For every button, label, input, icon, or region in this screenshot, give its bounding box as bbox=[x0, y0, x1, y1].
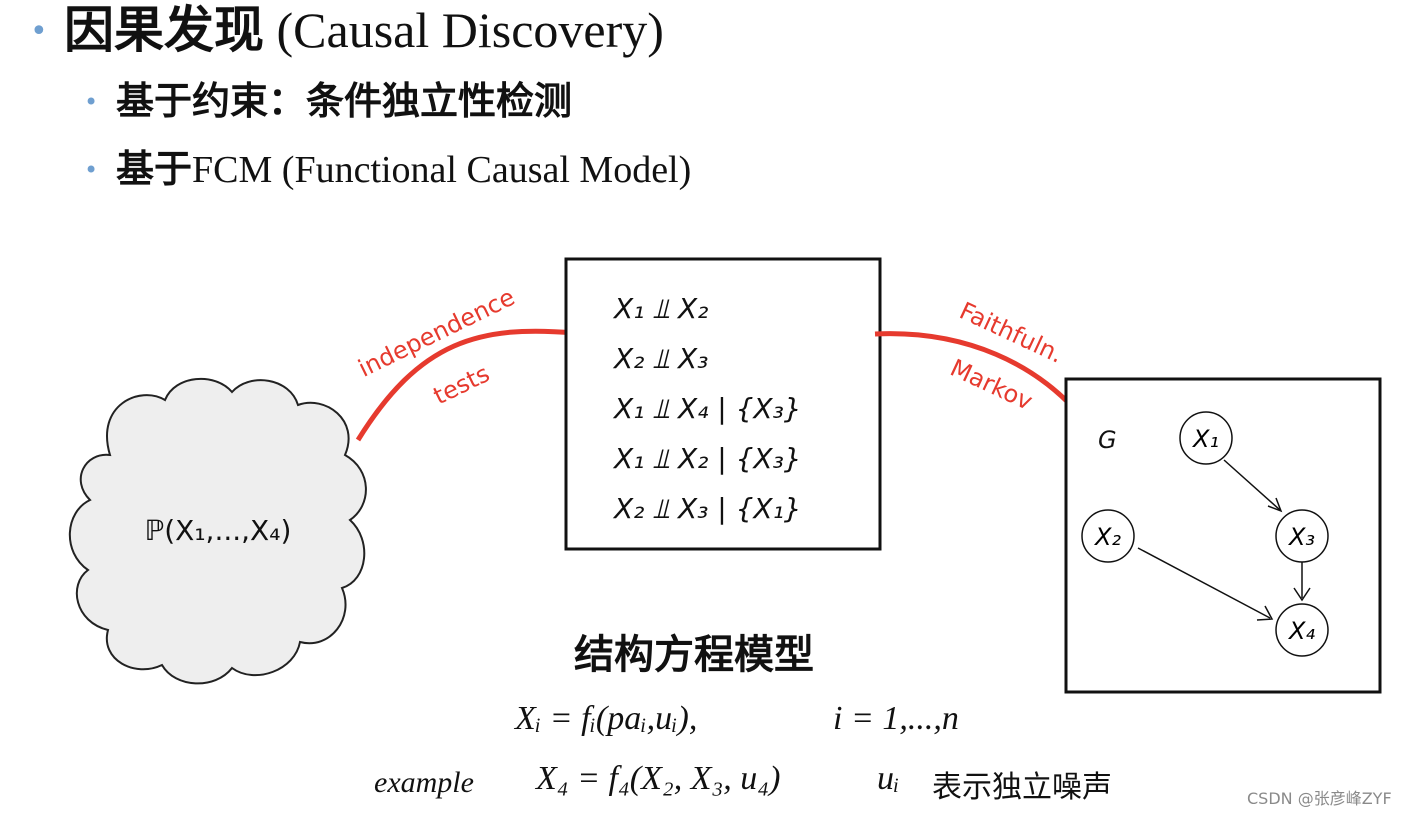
example-equation: X₄ = f₄(X₂, X₃, u₄) bbox=[536, 760, 781, 797]
bullet-fcm: 基于FCM (Functional Causal Model) bbox=[116, 146, 691, 193]
sem-title: 结构方程模型 bbox=[574, 632, 814, 678]
independence-box bbox=[564, 257, 882, 551]
structural-equation: Xᵢ = fᵢ(paᵢ,uᵢ), i = 1,...,n bbox=[515, 700, 959, 738]
bullet-2-en: FCM (Functional Causal Model) bbox=[192, 149, 692, 191]
edge-x1-x3 bbox=[1223, 459, 1281, 511]
arrow1-label-line2: tests bbox=[429, 359, 494, 410]
bullet-dot: • bbox=[84, 88, 99, 116]
slide-heading: 因果发现 (Causal Discovery) bbox=[64, 0, 664, 60]
svg-text:X₁: X₁ bbox=[1191, 425, 1219, 453]
node-x2: X₂ bbox=[1081, 509, 1135, 563]
edge-x2-x4 bbox=[1137, 547, 1271, 619]
node-x3: X₃ bbox=[1275, 509, 1329, 563]
bullet-dot: • bbox=[84, 156, 99, 184]
distribution-cloud bbox=[68, 377, 367, 685]
bullet-2-cn: 基于 bbox=[116, 147, 193, 191]
ci-statement: X₁ ⫫ X₄ | {X₃} bbox=[612, 392, 802, 425]
svg-text:X₃: X₃ bbox=[1287, 523, 1315, 551]
arrow2-label-line1: Faithfuln. bbox=[955, 297, 1067, 369]
bullet-1-cn: 基于约束：条件独立性检测 bbox=[116, 79, 573, 123]
bullet-constraint-based: 基于约束：条件独立性检测 bbox=[116, 78, 572, 125]
independence-arrow bbox=[355, 331, 575, 442]
ci-statement: X₁ ⫫ X₂ | {X₃} bbox=[612, 442, 802, 475]
bullet-dot: • bbox=[30, 14, 48, 49]
cloud-label: ℙ(X₁,...,X₄) bbox=[145, 514, 292, 547]
noise-note: 表示独立噪声 bbox=[932, 770, 1112, 805]
example-label: example bbox=[374, 766, 474, 799]
heading-en: (Causal Discovery) bbox=[276, 2, 664, 58]
ci-statement: X₂ ⫫ X₃ | {X₁} bbox=[612, 492, 802, 525]
equation-range: i = 1,...,n bbox=[833, 700, 959, 737]
node-x4: X₄ bbox=[1275, 603, 1329, 657]
node-x1: X₁ bbox=[1179, 411, 1233, 465]
noise-symbol: uᵢ bbox=[877, 760, 900, 797]
svg-text:X₂: X₂ bbox=[1093, 523, 1121, 551]
graph-label: G bbox=[1098, 426, 1117, 454]
ci-statement: X₁ ⫫ X₂ bbox=[612, 292, 708, 325]
svg-text:X₄: X₄ bbox=[1287, 617, 1315, 645]
heading-cn: 因果发现 bbox=[64, 1, 264, 59]
watermark: CSDN @张彦峰ZYF bbox=[1247, 789, 1392, 808]
ci-statement: X₂ ⫫ X₃ bbox=[612, 342, 708, 375]
equation-text: Xᵢ = fᵢ(paᵢ,uᵢ), bbox=[515, 700, 698, 737]
arrow2-label-line2: Markov bbox=[946, 354, 1037, 416]
